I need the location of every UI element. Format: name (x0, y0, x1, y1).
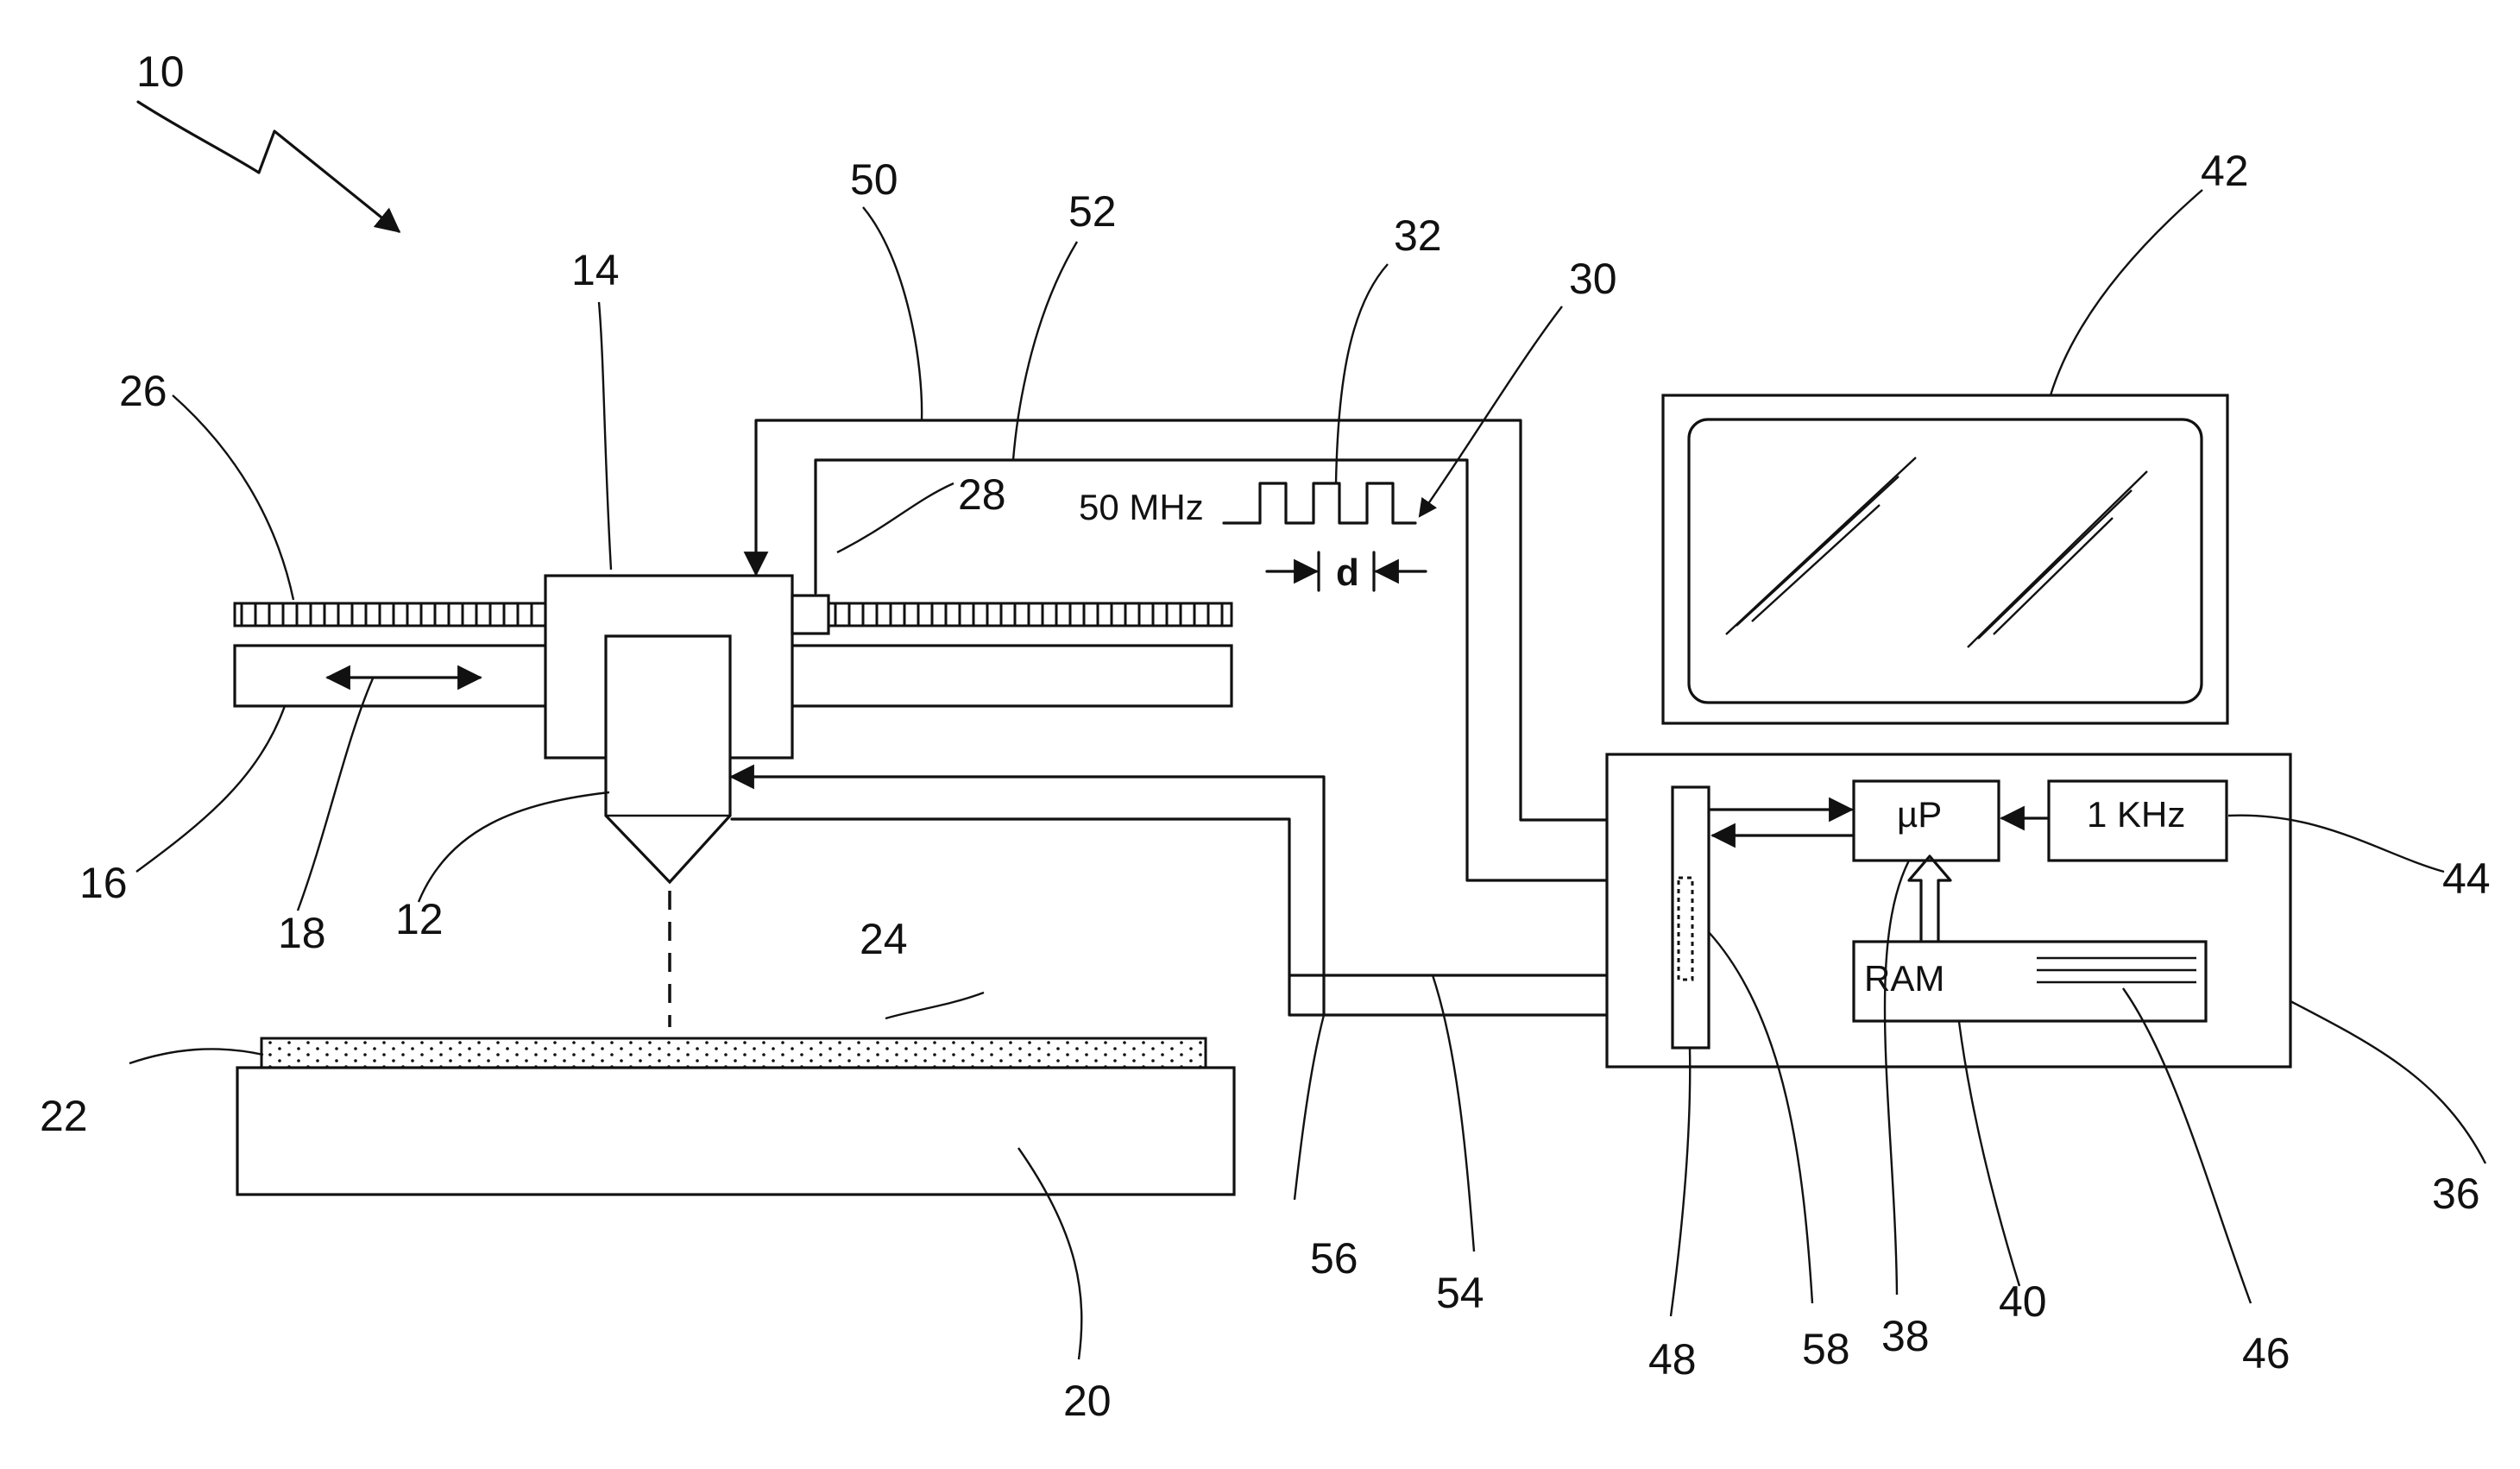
print-head (606, 636, 730, 882)
platen (237, 1068, 1234, 1195)
system-pointer-arrow (138, 102, 399, 231)
ref-28: 28 (958, 470, 1006, 519)
ref-18: 18 (278, 909, 326, 957)
ref-56: 56 (1310, 1234, 1358, 1283)
ref-40: 40 (1999, 1277, 2047, 1326)
ref-10: 10 (136, 47, 185, 96)
microprocessor-label: µP (1897, 794, 1942, 835)
ram-label: RAM (1864, 958, 1944, 999)
signal-line-56 (732, 777, 1664, 1015)
position-sensor (792, 596, 828, 634)
ref-44: 44 (2442, 854, 2491, 903)
monitor (1663, 395, 2227, 723)
ref-36: 36 (2432, 1170, 2480, 1218)
reference-numerals: 10 14 26 16 18 12 28 50 52 32 30 42 44 3… (40, 47, 2491, 1425)
interface-block (1673, 787, 1709, 1048)
ref-12: 12 (395, 895, 444, 943)
ref-58: 58 (1802, 1325, 1850, 1373)
ref-48: 48 (1648, 1335, 1697, 1384)
ref-22: 22 (40, 1092, 88, 1140)
ref-20: 20 (1063, 1377, 1112, 1425)
ref-38: 38 (1881, 1312, 1930, 1360)
clock-label: 1 KHz (2087, 794, 2185, 835)
ref-16: 16 (79, 859, 128, 907)
freq-label: 50 MHz (1079, 487, 1204, 527)
ref-30: 30 (1569, 255, 1617, 303)
print-medium (261, 1038, 1206, 1068)
ref-32: 32 (1394, 211, 1442, 260)
ref-52: 52 (1068, 187, 1117, 236)
ref-54: 54 (1436, 1269, 1484, 1317)
ref-24: 24 (860, 915, 908, 963)
ref-50: 50 (850, 155, 898, 204)
spacing-label: d (1336, 552, 1359, 594)
ref-14: 14 (571, 246, 620, 294)
ref-46: 46 (2242, 1329, 2290, 1378)
pulse-train (1224, 483, 1415, 523)
ref-42: 42 (2201, 147, 2249, 195)
ref-26: 26 (119, 367, 167, 415)
